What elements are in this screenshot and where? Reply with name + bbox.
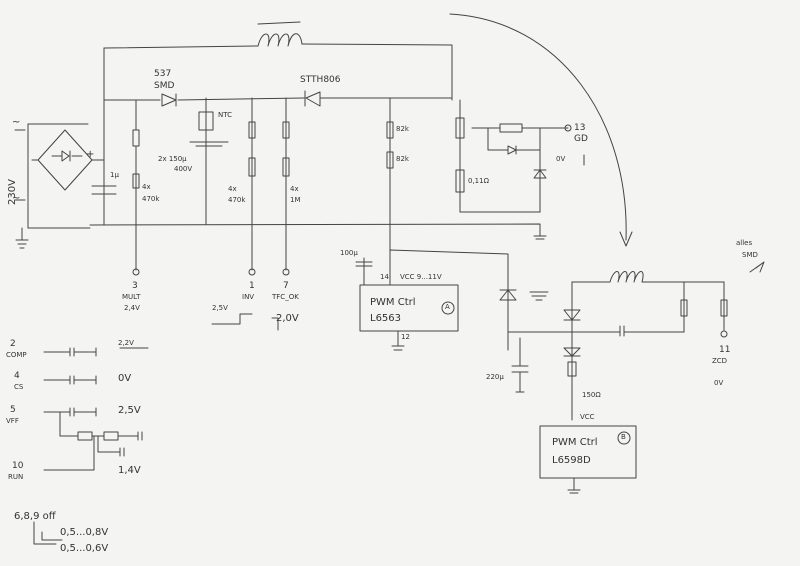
r-mult-label-2: 470k xyxy=(142,195,160,203)
alles-smd-label: SMD xyxy=(742,251,758,259)
run-label: RUN xyxy=(8,473,24,481)
r-inv-label-2: 470k xyxy=(228,196,246,204)
diode-537-label: 537 xyxy=(154,69,172,79)
pin-networks xyxy=(43,347,143,471)
mosfet-and-shunt xyxy=(455,99,585,240)
bridge-rectifier xyxy=(14,123,105,249)
diode-537 xyxy=(161,93,177,107)
cs-label: CS xyxy=(14,383,24,391)
bridge-plus: + xyxy=(86,149,95,160)
r-82k-label-1: 82k xyxy=(396,125,409,133)
controller-a xyxy=(355,249,509,351)
pin-4-label: 4 xyxy=(14,371,20,381)
bulk-cap-label-1: 2x 150µ xyxy=(158,155,187,163)
pin-10-label: 10 xyxy=(12,461,24,471)
tfc-voltage: 2,0V xyxy=(276,313,299,324)
comp-voltage: 2,2V xyxy=(118,339,134,347)
shunt-label: 0,11Ω xyxy=(468,177,489,185)
pin-2-label: 2 xyxy=(10,339,16,349)
ctrl-a-part: L6563 xyxy=(370,313,402,324)
ctrl-a-title: PWM Ctrl xyxy=(370,297,416,308)
off-range-1: 0,5...0,8V xyxy=(60,527,109,538)
mult-voltage: 2,4V xyxy=(124,304,140,312)
ctrl-b-title: PWM Ctrl xyxy=(552,437,598,448)
pin-notes xyxy=(33,521,63,545)
gd-label: GD xyxy=(574,134,588,144)
pin-terminals xyxy=(132,124,572,276)
pin-5-label: 5 xyxy=(10,405,16,415)
bulk-cap-label-2: 400V xyxy=(174,165,193,173)
pin-7-label: 7 xyxy=(283,281,289,291)
ntc-label: NTC xyxy=(218,111,232,119)
off-pins-label: 6,8,9 off xyxy=(14,511,56,522)
ac-symbol-bottom: ~ xyxy=(12,193,21,204)
tfc-label: TFC_OK xyxy=(272,293,299,301)
vff-voltage: 2,5V xyxy=(118,405,141,416)
pin-12-label: 12 xyxy=(401,333,410,341)
pin-3-label: 3 xyxy=(132,281,138,291)
aux-cap-label: 220µ xyxy=(486,373,504,381)
pin-11-label: 11 xyxy=(719,345,731,355)
ac-symbol-top: ~ xyxy=(12,117,21,128)
r-tfc-label-1: 4x xyxy=(290,185,299,193)
ctrl-a-badge: A xyxy=(445,303,450,311)
r-tfc-label-2: 1M xyxy=(290,196,301,204)
input-capacitor xyxy=(91,185,117,195)
pin-1-label: 1 xyxy=(249,281,255,291)
diode-stth806-label: STTH806 xyxy=(300,75,341,85)
ctrl-b-vcc-label: VCC xyxy=(580,413,595,421)
inductor-top xyxy=(257,21,303,47)
pin-13-label: 13 xyxy=(574,123,586,133)
gd-voltage-label: 0V xyxy=(556,155,566,163)
aux-supply xyxy=(499,271,728,421)
r-82k-label-2: 82k xyxy=(396,155,409,163)
run-voltage: 1,4V xyxy=(118,465,141,476)
vff-label: VFF xyxy=(6,417,19,425)
pin-14-label: 14 xyxy=(380,273,389,281)
diode-smd-label: SMD xyxy=(154,81,175,91)
main-bus-wires xyxy=(89,43,541,233)
off-range-2: 0,5...0,6V xyxy=(60,543,109,554)
zcd-label: ZCD xyxy=(712,357,728,365)
ctrl-b-badge: B xyxy=(621,433,626,441)
controller-b xyxy=(539,425,637,494)
aux-res-label: 150Ω xyxy=(582,391,601,399)
waveform-sketches xyxy=(119,313,279,349)
inv-voltage: 2,5V xyxy=(212,304,228,312)
vcc-range-label: VCC 9...11V xyxy=(400,273,442,281)
curved-arrow xyxy=(449,13,765,273)
vcc-cap-label: 100µ xyxy=(340,249,358,257)
resistor-dividers xyxy=(132,97,394,271)
mult-label: MULT xyxy=(122,293,141,301)
cs-voltage: 0V xyxy=(118,373,132,384)
inv-label: INV xyxy=(242,293,255,301)
comp-label: COMP xyxy=(6,351,27,359)
zcd-voltage: 0V xyxy=(714,379,724,387)
diode-stth806 xyxy=(304,90,321,107)
input-cap-label: 1µ xyxy=(110,171,119,179)
alles-label: alles xyxy=(736,239,753,247)
r-inv-label-1: 4x xyxy=(228,185,237,193)
r-mult-label-1: 4x xyxy=(142,183,151,191)
ctrl-b-part: L6598D xyxy=(552,455,591,466)
